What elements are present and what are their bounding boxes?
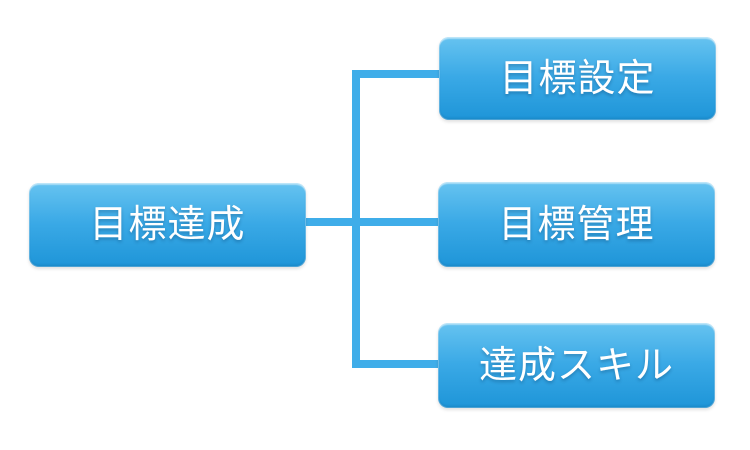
node-achievement-skill[interactable]: 達成スキル — [438, 323, 715, 408]
node-goal-achievement[interactable]: 目標達成 — [29, 183, 306, 267]
node-goal-management[interactable]: 目標管理 — [438, 182, 715, 267]
node-goal-achievement-label: 目標達成 — [89, 204, 246, 246]
node-goal-setting[interactable]: 目標設定 — [439, 37, 716, 120]
connector-to-child-3 — [352, 360, 438, 368]
connector-to-child-1 — [352, 70, 439, 78]
node-achievement-skill-label: 達成スキル — [478, 344, 674, 387]
node-goal-management-label: 目標管理 — [498, 203, 655, 246]
connector-root-to-trunk — [306, 218, 438, 226]
node-goal-setting-label: 目標設定 — [499, 57, 656, 100]
